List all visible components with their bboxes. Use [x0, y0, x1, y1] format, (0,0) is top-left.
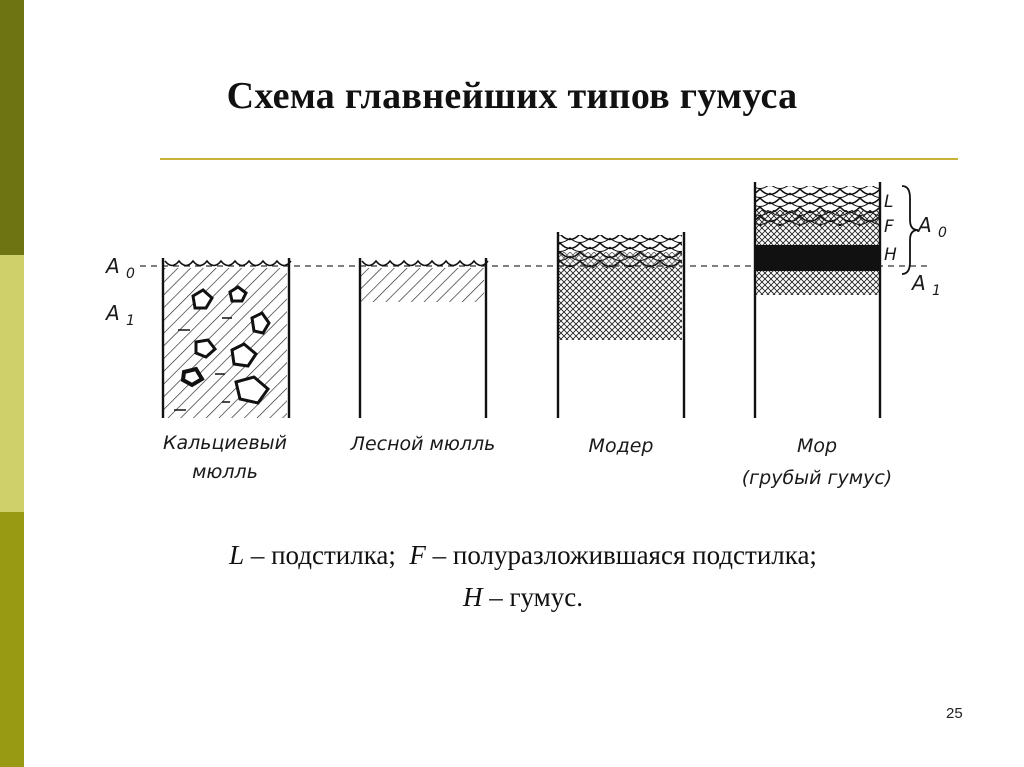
profile-label-mor-2: (грубый гумус) — [742, 467, 892, 489]
profile-label-calcium-mull-2: мюлль — [192, 461, 258, 483]
page-number: 25 — [946, 705, 963, 722]
profile-forest-mull — [360, 258, 488, 418]
legend-symbol-l: L — [229, 540, 244, 570]
profile-label-forest-mull: Лесной мюлль — [350, 433, 496, 455]
legend-text-h: – гумус. — [489, 582, 583, 612]
mor-layer-label-f: F — [884, 217, 894, 237]
profile-calcium-mull — [163, 258, 291, 418]
mor-label-a1: A 1 — [910, 271, 941, 299]
stone-shape — [183, 369, 202, 385]
horizon-label-a1: A 1 — [104, 301, 135, 329]
legend-text-l: – подстилка; — [251, 540, 396, 570]
mor-layer-label-l: L — [884, 192, 893, 212]
legend-line-1: L – подстилка; F – полуразложившаяся под… — [0, 540, 1024, 571]
legend-line-2: H – гумус. — [0, 582, 1024, 613]
profile-label-moder: Модер — [589, 435, 654, 457]
profile-moder — [558, 232, 684, 418]
horizon-label-a0: A 0 — [104, 254, 135, 282]
profile-label-mor: Мор — [797, 435, 837, 457]
legend-text-f: – полуразложившаяся подстилка; — [433, 540, 817, 570]
legend-symbol-f: F — [409, 540, 426, 570]
profile-mor: L F H A 0 A 1 — [755, 182, 947, 418]
mor-label-a0: A 0 — [916, 213, 947, 241]
legend-symbol-h: H — [463, 582, 483, 612]
mor-layer-label-h: H — [884, 245, 897, 265]
profile-label-calcium-mull: Кальциевый — [163, 432, 287, 454]
